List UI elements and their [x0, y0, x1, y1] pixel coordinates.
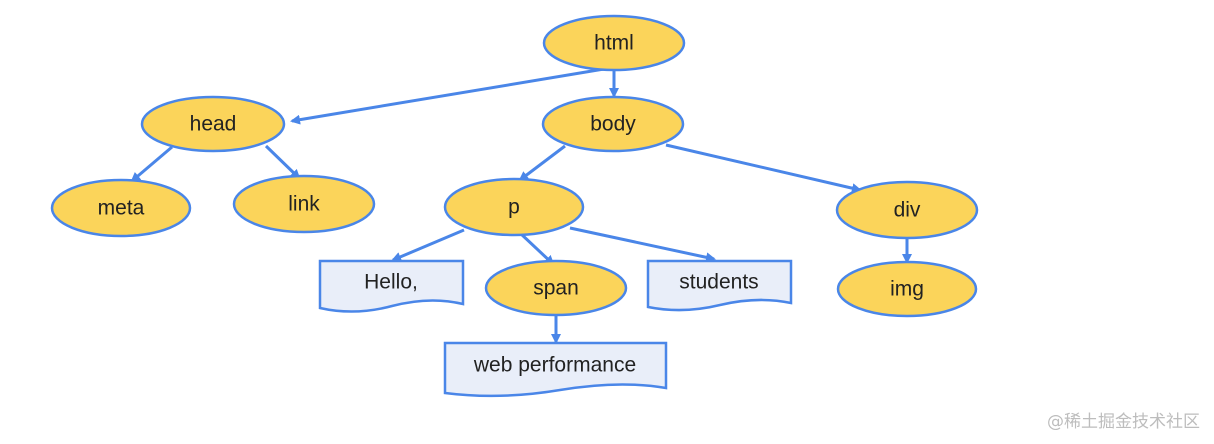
text-node-web-performance: web performance: [443, 341, 668, 398]
text-node-students-label: students: [679, 271, 758, 294]
node-p-label: p: [508, 196, 520, 219]
node-link: link: [232, 174, 376, 234]
node-body: body: [541, 95, 685, 153]
node-body-label: body: [590, 113, 636, 136]
node-img: img: [836, 260, 978, 318]
text-node-hello-label: Hello,: [364, 271, 418, 294]
edge-body-p: [518, 144, 566, 182]
edge-head-link: [264, 144, 301, 180]
node-span-label: span: [533, 277, 579, 300]
node-div: div: [835, 180, 979, 240]
node-meta-label: meta: [98, 197, 145, 220]
node-div-label: div: [894, 199, 921, 222]
node-p: p: [443, 177, 585, 237]
watermark: @稀土掘金技术社区: [1047, 412, 1200, 432]
edge-head-meta: [130, 145, 173, 183]
node-span: span: [484, 259, 628, 317]
node-meta: meta: [50, 178, 192, 238]
edge-p-span: [518, 231, 555, 266]
text-node-students: students: [646, 259, 793, 312]
edge-p-students: [569, 226, 716, 263]
node-html: html: [542, 14, 686, 72]
node-html-label: html: [594, 32, 634, 55]
text-node-hello: Hello,: [318, 259, 465, 313]
text-node-web-performance-label: web performance: [473, 354, 636, 377]
edge-html-head: [290, 66, 611, 125]
edge-body-div: [665, 143, 862, 194]
node-head-label: head: [190, 113, 237, 136]
edges: [130, 66, 912, 344]
node-img-label: img: [890, 278, 924, 301]
node-head: head: [140, 95, 286, 153]
node-link-label: link: [288, 193, 320, 216]
edge-p-hello: [391, 228, 465, 262]
